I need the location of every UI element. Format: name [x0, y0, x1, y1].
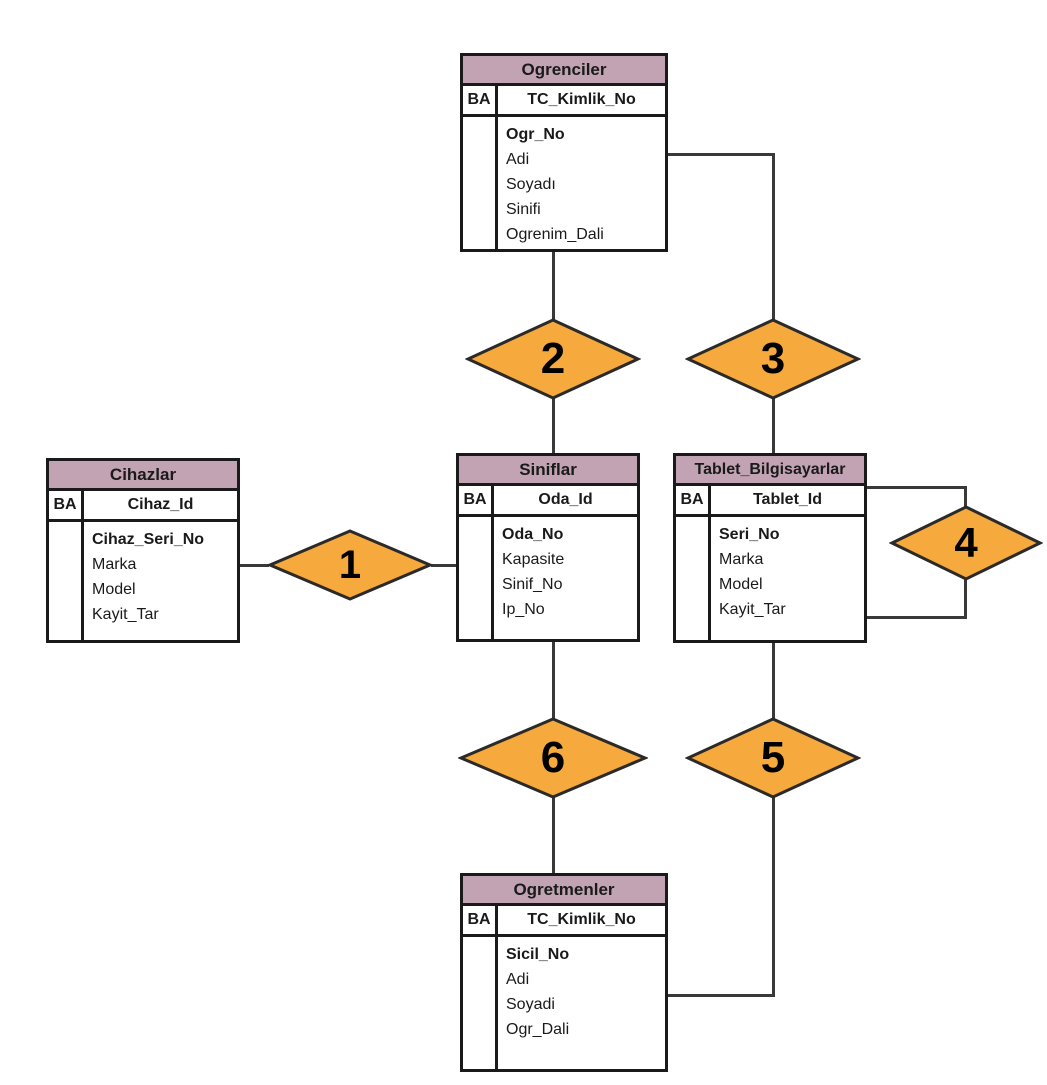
- relationship-6-label: 6: [540, 733, 566, 782]
- connector-siniflar-to-r6: [551, 642, 555, 719]
- entity-ogretmenler-key-badge: BA: [463, 906, 498, 934]
- entity-tablet-bilgisayarlar-attribute: Model: [719, 576, 763, 593]
- relationship-4-diamond: 4: [889, 505, 1043, 581]
- relationship-3-diamond: 3: [685, 318, 861, 400]
- entity-cihazlar: Cihazlar BA Cihaz_Id Cihaz_Seri_No Marka…: [46, 458, 240, 643]
- diamond-icon: [685, 318, 861, 400]
- entity-tablet-bilgisayarlar-badge-column: [676, 517, 711, 640]
- relationship-4-label: 4: [954, 519, 978, 566]
- entity-cihazlar-key-row: BA Cihaz_Id: [49, 491, 237, 522]
- entity-cihazlar-primary-key: Cihaz_Id: [127, 496, 194, 513]
- entity-siniflar-badge-column: [459, 517, 494, 639]
- entity-siniflar-attribute: Sinif_No: [502, 576, 563, 593]
- entity-ogretmenler-body: Sicil_No Adi Soyadi Ogr_Dali: [463, 937, 665, 1069]
- entity-ogretmenler-attribute: Sicil_No: [506, 946, 570, 963]
- entity-cihazlar-attribute: Cihaz_Seri_No: [92, 531, 205, 548]
- diamond-icon: [465, 318, 641, 400]
- entity-tablet-bilgisayarlar-attribute: Seri_No: [719, 526, 780, 543]
- entity-ogrenciler-body: Ogr_No Adi Soyadı Sinifi Ogrenim_Dali: [463, 117, 665, 249]
- connector-r3-to-tablet: [772, 398, 775, 454]
- entity-cihazlar-key-badge: BA: [49, 491, 84, 519]
- entity-siniflar-body: Oda_No Kapasite Sinif_No Ip_No: [459, 517, 637, 639]
- connector-r6-to-ogretmenler: [551, 797, 555, 874]
- entity-ogretmenler-title: Ogretmenler: [463, 876, 665, 906]
- entity-cihazlar-attribute: Marka: [92, 556, 137, 573]
- entity-ogrenciler-attribute: Ogr_No: [506, 126, 565, 143]
- entity-siniflar-key-badge: BA: [459, 486, 494, 514]
- entity-tablet-bilgisayarlar-key-badge: BA: [676, 486, 711, 514]
- relationship-3-label: 3: [760, 334, 786, 383]
- entity-ogrenciler: Ogrenciler BA TC_Kimlik_No Ogr_No Adi So…: [460, 53, 668, 252]
- entity-ogretmenler-key-row: BA TC_Kimlik_No: [463, 906, 665, 937]
- entity-tablet-bilgisayarlar: Tablet_Bilgisayarlar BA Tablet_Id Seri_N…: [673, 453, 867, 643]
- relationship-2-label: 2: [540, 334, 566, 383]
- entity-cihazlar-attribute: Model: [92, 581, 136, 598]
- entity-tablet-bilgisayarlar-body: Seri_No Marka Model Kayit_Tar: [676, 517, 864, 640]
- entity-siniflar: Siniflar BA Oda_Id Oda_No Kapasite Sinif…: [456, 453, 640, 642]
- connector-cihazlar-to-r1: [240, 563, 269, 567]
- connector-r2-to-siniflar: [551, 398, 555, 454]
- connector-ogrenciler-to-r3-v: [772, 152, 775, 320]
- connector-tablet-to-r5: [772, 643, 775, 719]
- entity-cihazlar-attribute: Kayit_Tar: [92, 606, 159, 623]
- entity-cihazlar-body: Cihaz_Seri_No Marka Model Kayit_Tar: [49, 522, 237, 640]
- entity-tablet-bilgisayarlar-attributes: Seri_No Marka Model Kayit_Tar: [711, 517, 864, 640]
- relationship-1-diamond: 1: [267, 529, 433, 601]
- entity-cihazlar-title: Cihazlar: [49, 461, 237, 491]
- diamond-icon: [685, 717, 861, 799]
- relationship-5-diamond: 5: [685, 717, 861, 799]
- entity-siniflar-title: Siniflar: [459, 456, 637, 486]
- entity-ogretmenler-badge-column: [463, 937, 498, 1069]
- entity-ogrenciler-attribute: Ogrenim_Dali: [506, 226, 604, 243]
- entity-ogretmenler-attributes: Sicil_No Adi Soyadi Ogr_Dali: [498, 937, 665, 1069]
- entity-ogrenciler-attribute: Soyadı: [506, 176, 556, 193]
- entity-cihazlar-attributes: Cihaz_Seri_No Marka Model Kayit_Tar: [84, 522, 237, 640]
- entity-ogrenciler-title: Ogrenciler: [463, 56, 665, 86]
- connector-r5-to-ogretmenler-v: [772, 797, 775, 996]
- connector-r4-to-tablet-bottom-h: [867, 616, 967, 619]
- entity-tablet-bilgisayarlar-primary-key: Tablet_Id: [752, 491, 823, 508]
- connector-tablet-to-r4-top-v: [964, 486, 967, 507]
- entity-ogretmenler-attribute: Ogr_Dali: [506, 1021, 570, 1038]
- entity-siniflar-attributes: Oda_No Kapasite Sinif_No Ip_No: [494, 517, 637, 639]
- entity-ogretmenler-attribute: Adi: [506, 971, 530, 988]
- connector-r5-to-ogretmenler-h: [668, 993, 775, 997]
- entity-ogrenciler-key-badge: BA: [463, 86, 498, 114]
- entity-ogretmenler: Ogretmenler BA TC_Kimlik_No Sicil_No Adi…: [460, 873, 668, 1072]
- entity-ogretmenler-attribute: Soyadi: [506, 996, 555, 1013]
- entity-tablet-bilgisayarlar-title: Tablet_Bilgisayarlar: [676, 456, 864, 486]
- diamond-icon: [267, 529, 433, 601]
- entity-siniflar-key-row: BA Oda_Id: [459, 486, 637, 517]
- entity-siniflar-attribute: Kapasite: [502, 551, 565, 568]
- entity-ogretmenler-primary-key: TC_Kimlik_No: [527, 911, 636, 928]
- connector-r4-to-tablet-bottom-v: [964, 579, 967, 619]
- relationship-5-label: 5: [760, 733, 786, 782]
- entity-siniflar-attribute: Oda_No: [502, 526, 564, 543]
- entity-tablet-bilgisayarlar-attribute: Kayit_Tar: [719, 601, 786, 618]
- connector-ogrenciler-to-r3-h: [668, 152, 775, 156]
- connector-r1-to-siniflar: [431, 563, 456, 567]
- entity-siniflar-attribute: Ip_No: [502, 601, 545, 618]
- relationship-6-diamond: 6: [458, 717, 648, 799]
- entity-tablet-bilgisayarlar-key-row: BA Tablet_Id: [676, 486, 864, 517]
- entity-ogrenciler-attribute: Adi: [506, 151, 530, 168]
- entity-cihazlar-badge-column: [49, 522, 84, 640]
- entity-ogrenciler-attributes: Ogr_No Adi Soyadı Sinifi Ogrenim_Dali: [498, 117, 665, 249]
- connector-ogrenciler-to-r2: [551, 252, 555, 320]
- relationship-1-label: 1: [338, 542, 362, 587]
- entity-tablet-bilgisayarlar-attribute: Marka: [719, 551, 764, 568]
- diamond-icon: [458, 717, 648, 799]
- entity-ogrenciler-attribute: Sinifi: [506, 201, 541, 218]
- entity-ogrenciler-badge-column: [463, 117, 498, 249]
- diamond-icon: [889, 505, 1043, 581]
- entity-ogrenciler-primary-key: TC_Kimlik_No: [527, 91, 636, 108]
- connector-tablet-to-r4-top-h: [867, 486, 967, 489]
- entity-ogrenciler-key-row: BA TC_Kimlik_No: [463, 86, 665, 117]
- entity-siniflar-primary-key: Oda_Id: [538, 491, 593, 508]
- relationship-2-diamond: 2: [465, 318, 641, 400]
